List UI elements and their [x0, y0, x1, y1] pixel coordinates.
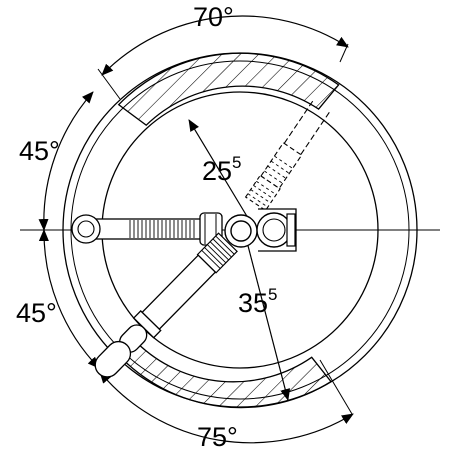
radius-label-outer: 355: [238, 285, 278, 318]
angled-tube-lower: [94, 232, 238, 378]
radius-label-outer-sup: 5: [268, 285, 277, 304]
dimension-arc-left-upper: [38, 91, 94, 231]
extension-line-lower-right: [319, 359, 353, 415]
angle-label-bottom: 75°: [197, 422, 238, 450]
trap-body: [256, 208, 297, 252]
dimension-arc-top: [101, 15, 349, 76]
radius-label-inner-base: 25: [202, 156, 232, 186]
radius-label-inner: 255: [202, 153, 242, 186]
hub-core: [230, 220, 252, 242]
radius-label-inner-sup: 5: [232, 153, 241, 172]
hatched-sector-upper: [117, 52, 340, 127]
radius-leader-inner: [188, 119, 249, 219]
angle-label-top: 70°: [193, 2, 234, 32]
pipe-end-cap-outer: [71, 214, 101, 244]
dimension-arc-bottom: [99, 371, 354, 444]
pipe-end-cap-inner: [77, 220, 95, 238]
dimension-arc-left-lower: [38, 229, 100, 369]
radius-label-outer-base: 35: [238, 288, 268, 318]
horizontal-pipe: [91, 218, 215, 240]
dashed-tube-upper: [244, 98, 332, 212]
angle-label-left-lower: 45°: [16, 298, 57, 328]
angle-label-left-upper: 45°: [19, 136, 60, 166]
extension-line-upper-left: [97, 68, 121, 100]
radius-leader-outer: [245, 237, 291, 401]
